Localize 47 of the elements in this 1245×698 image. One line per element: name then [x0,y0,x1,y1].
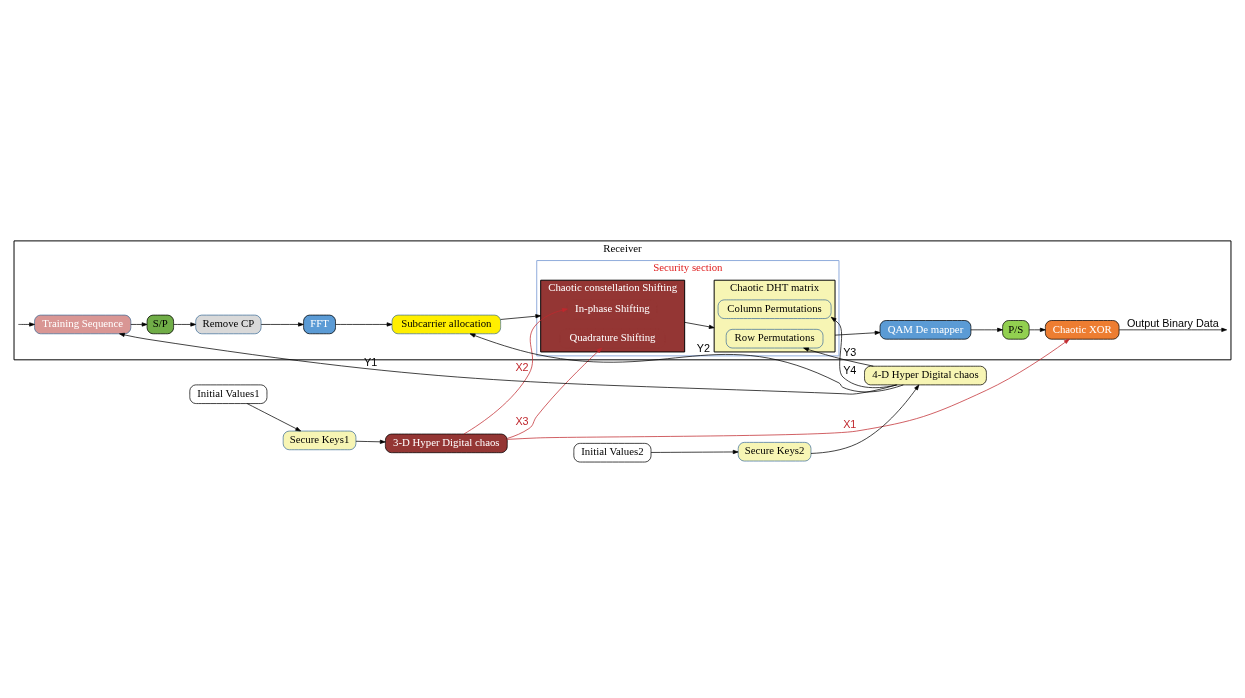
edge-label: Y2 [696,341,710,354]
node-box: Row Permutations [725,328,824,348]
arrow [335,321,393,327]
arrow [173,321,196,327]
node-text: Quadrature Shifting [569,330,656,343]
node-box: QAM De mapper [879,319,972,340]
node-box: FFT [303,314,336,334]
arrow [246,402,302,431]
arrow [130,321,148,327]
node-box: 3-D Hyper Digital chaos [385,433,508,453]
arrow [469,332,904,392]
edge-label: Y4 [843,363,857,376]
arrow [119,332,897,394]
arrow [803,347,874,367]
arrow [506,347,602,439]
arrow [500,313,542,320]
arrow [810,384,920,454]
node-text: In-phase Shifting [575,301,650,314]
edge-label: Output Binary Data [1126,316,1219,329]
arrow [684,321,715,329]
edge-label: X1 [843,417,857,430]
node-box: Remove CP [195,314,262,334]
arrow [1028,327,1046,332]
node-box: Initial Values1 [189,384,268,404]
arrow [834,330,881,335]
arrow [1118,327,1227,332]
node-box: Column Permutations [717,299,832,319]
arrow [463,307,568,434]
arrow [355,439,386,444]
node-box: Training Sequence [34,314,132,334]
edge-label: X2 [515,360,529,373]
arrow [260,321,304,327]
edge-label: Y3 [843,345,857,358]
node-box: Initial Values2 [573,442,652,462]
arrow [506,338,1070,440]
node-box: Subcarrier allocation [391,314,501,334]
arrow [18,321,35,327]
node-box: 4-D Hyper Digital chaos [864,365,987,385]
node-box: Secure Keys2 [737,441,812,461]
node-box: Chaotic XOR [1045,319,1120,340]
edge-label: X3 [515,414,529,427]
arrow [650,449,739,454]
node-box: Secure Keys1 [282,430,357,450]
arrow [830,316,898,388]
node-box: P/S [1002,319,1030,340]
arrow [970,327,1003,332]
node-box: S/P [146,314,174,334]
